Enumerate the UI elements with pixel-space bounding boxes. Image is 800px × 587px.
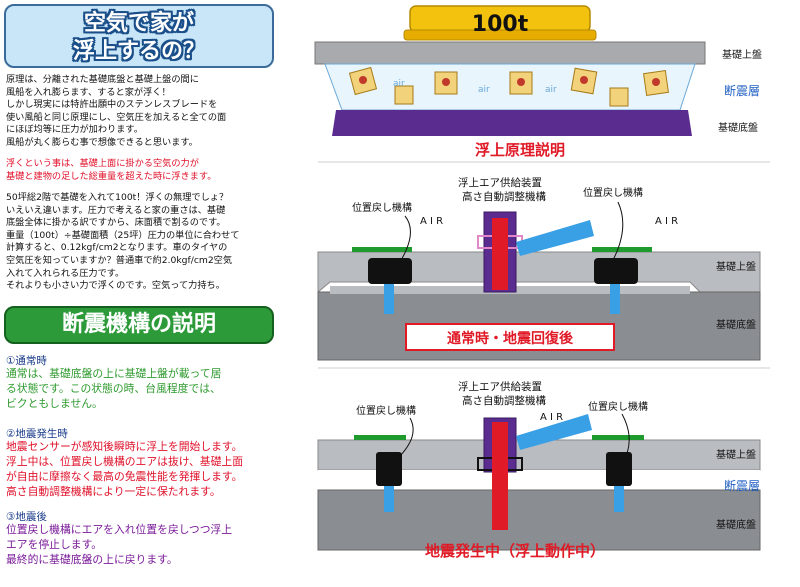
air-text-3: air	[545, 85, 557, 95]
bot-position-mechanism-right	[606, 452, 632, 486]
bot-upper-label: 基礎上盤	[716, 448, 756, 461]
bot-pos-right-label: 位置戻し機構	[588, 400, 648, 413]
bot-isolation-label: 断震層	[724, 478, 760, 493]
bot-pointer-right	[621, 413, 630, 457]
balloon-icons	[348, 66, 669, 107]
mid-caption: 通常時・地震回復後	[447, 330, 574, 347]
mid-position-mechanism-left	[368, 258, 412, 284]
bot-caption: 地震発生中（浮上動作中）	[425, 542, 605, 560]
intro-text: 原理は、分離された基礎底盤と基礎上盤の間に 風船を入れ膨らます、すると家が浮く！…	[6, 74, 227, 148]
step1-body: 通常は、基礎底盤の上に基礎上盤が載って居 る状態です。この状態の時、台風程度では…	[6, 367, 222, 410]
step3-body: 位置戻し機構にエアを入れ位置を戻しつつ浮上 エアを停止します。 最終的に基礎底盤…	[6, 523, 233, 566]
mid-device-label-2: 高さ自動調整機構	[462, 190, 546, 203]
principle-diagram: 100t air air air 基礎上盤 断震層 基礎底盤 浮上原理説明	[314, 5, 762, 159]
mid-device-label-1: 浮上エア供給装置	[458, 176, 542, 189]
title-line-2: 浮上するの？	[72, 39, 205, 64]
bot-isolation-gap	[318, 470, 760, 490]
mid-blue-rod-left	[384, 284, 394, 314]
bot-red-cylinder	[492, 422, 508, 530]
mid-base-label: 基礎底盤	[716, 318, 756, 331]
bot-green-cap-right	[592, 435, 644, 440]
explanation-panel: 空気で家が 浮上するの？ 原理は、分離された基礎底盤と基礎上盤の間に 風船を入れ…	[0, 0, 300, 587]
air-text-2: air	[478, 85, 490, 95]
bot-position-mechanism-left	[376, 452, 402, 486]
step2-body: 地震センサーが感知後瞬時に浮上を開始します。 浮上中は、位置戻し機構のエアは抜け…	[6, 440, 243, 498]
bot-device-label-2: 高さ自動調整機構	[462, 394, 546, 407]
floating-state-diagram: 浮上エア供給装置 高さ自動調整機構 位置戻し機構 位置戻し機構 A I R 基礎…	[317, 380, 761, 560]
bot-blue-rod-left	[384, 486, 394, 512]
calculation-text: 50坪総2階で基礎を入れて100t！浮くの無理でしょ？ いえいえ違います。圧力で…	[6, 192, 240, 292]
mid-green-cap-left	[352, 247, 412, 252]
bot-pointer-left	[397, 417, 414, 459]
mid-upper-slab	[317, 251, 761, 294]
step1-heading: ①通常時	[6, 355, 47, 367]
mid-pointer-right	[611, 201, 624, 263]
base-slab-label: 基礎底盤	[718, 121, 758, 134]
title-line-1: 空気で家が	[83, 11, 194, 36]
mid-upper-label: 基礎上盤	[716, 260, 756, 273]
step3-heading: ③地震後	[6, 511, 47, 523]
bot-blue-rod-right	[614, 486, 624, 512]
bot-device-label-1: 浮上エア供給装置	[458, 380, 542, 393]
mid-air-right: A I R	[655, 216, 678, 227]
base-slab	[332, 110, 692, 136]
normal-state-diagram: 浮上エア供給装置 高さ自動調整機構 位置戻し機構 位置戻し機構 A I R A …	[317, 176, 761, 361]
upper-slab	[314, 41, 706, 65]
air-text-1: air	[393, 79, 405, 89]
mid-pos-left-label: 位置戻し機構	[352, 201, 412, 214]
mid-caption-box	[405, 323, 615, 351]
weight-label: 100t	[472, 12, 529, 37]
bot-base-slab	[317, 489, 761, 551]
step2-heading: ②地震発生時	[6, 428, 68, 440]
mid-red-cylinder	[492, 218, 508, 290]
bot-green-cap-left	[354, 435, 406, 440]
mid-blue-rod-right	[610, 284, 620, 314]
mid-air-pipe	[516, 220, 594, 256]
bot-air-label: A I R	[540, 412, 563, 423]
mid-pos-right-label: 位置戻し機構	[583, 186, 643, 199]
mid-green-cap-right	[592, 247, 652, 252]
float-condition-text: 浮くという事は、基礎上面に掛かる空気の力が 基礎と建物の足した総重量を超えた時に…	[6, 158, 217, 182]
title-banner: 空気で家が 浮上するの？	[4, 4, 274, 68]
weight-base	[403, 29, 597, 41]
section-banner: 断震機構の説明	[4, 306, 274, 344]
isolation-layer-label: 断震層	[724, 83, 760, 98]
mid-pointer-left	[399, 215, 411, 263]
upper-slab-label: 基礎上盤	[722, 48, 762, 61]
bot-pos-left-label: 位置戻し機構	[356, 404, 416, 417]
mid-air-left: A I R	[420, 216, 443, 227]
bot-air-pipe	[516, 414, 592, 450]
bot-base-label: 基礎底盤	[716, 518, 756, 531]
mid-position-mechanism-right	[594, 258, 638, 284]
principle-caption: 浮上原理説明	[475, 141, 565, 159]
